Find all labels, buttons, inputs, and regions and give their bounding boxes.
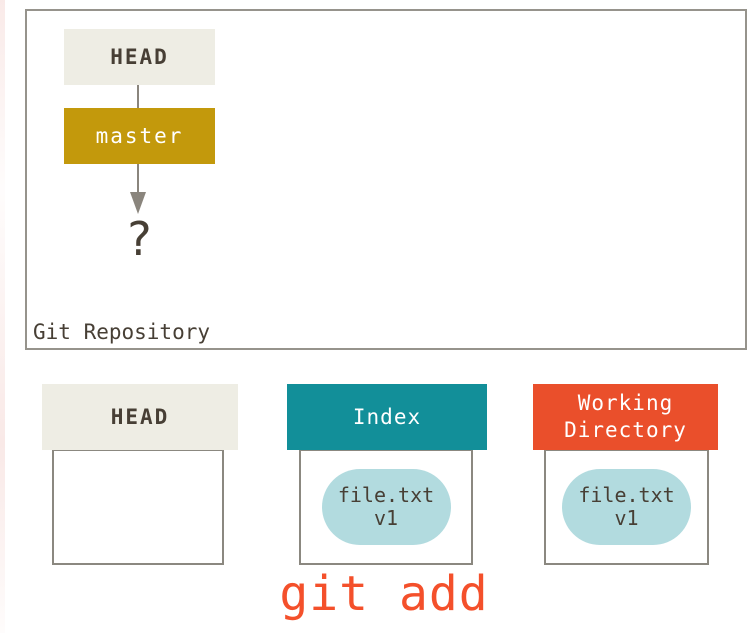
working-directory-file-name: file.txt [578,483,675,507]
working-directory-file-pill: file.txt v1 [562,469,691,545]
index-file-version: v1 [373,506,399,530]
git-repository-box: HEAD master ? Git Repository [25,9,747,350]
master-branch-box: master [64,108,215,164]
head-ref-box: HEAD [64,29,215,85]
head-ref-label: HEAD [110,45,169,69]
working-directory-header: Working Directory [533,384,718,450]
working-directory-body: file.txt v1 [544,449,709,565]
index-file-name: file.txt [337,483,435,507]
head-to-master-connector-line [137,85,139,109]
git-repository-label: Git Repository [33,320,211,344]
git-add-command-caption: git add [279,566,489,622]
head-area-header: HEAD [42,384,238,450]
index-area-label: Index [352,404,422,429]
index-area-header: Index [287,384,487,450]
master-pointer-arrow-head-icon [130,192,146,214]
index-area-body: file.txt v1 [299,449,473,565]
page-edge-artifact [0,0,5,633]
master-branch-label: master [95,124,184,148]
working-directory-file-version: v1 [614,506,639,530]
unknown-commit-question-mark: ? [125,212,153,266]
index-file-pill: file.txt v1 [321,469,451,545]
working-directory-label: Working Directory [564,391,687,442]
head-area-body [52,449,224,565]
head-area-label: HEAD [110,404,170,429]
master-pointer-arrow-line [137,164,139,194]
